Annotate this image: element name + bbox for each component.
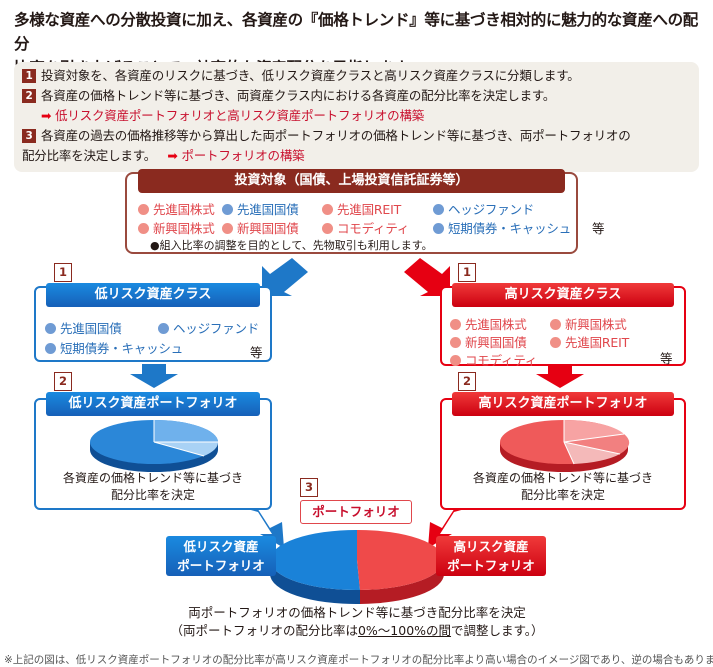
red-dot-icon <box>138 223 149 234</box>
high-asset-emerging-equity: 新興国株式 <box>550 314 627 333</box>
steps-panel: 1 投資対象を、各資産のリスクに基づき、低リスク資産クラスと高リスク資産クラスに分… <box>14 62 699 172</box>
low-portfolio-pie <box>90 420 219 472</box>
final-low-tag-line-1: 低リスク資産 <box>183 539 259 554</box>
final-high-tag-line-2: ポートフォリオ <box>447 558 535 573</box>
low-risk-class-title: 低リスク資産クラス <box>46 283 260 307</box>
high-portfolio-caption: 各資産の価格トレンド等に基づき 配分比率を決定 <box>440 470 686 504</box>
low-etc-mark: 等 <box>250 345 263 360</box>
high-risk-class-title: 高リスク資産クラス <box>452 283 674 307</box>
final-pie-high-slice <box>357 529 444 590</box>
red-dot-icon <box>450 319 461 330</box>
blue-dot-icon <box>45 323 56 334</box>
final-pie-low-slice <box>269 529 360 591</box>
blue-dot-icon <box>158 323 169 334</box>
step-2-reference: 低リスク資産ポートフォリオと高リスク資産ポートフォリオの構築 <box>55 108 425 123</box>
step-2-badge: 2 <box>22 89 36 103</box>
step-3-badge: 3 <box>22 129 36 143</box>
step-2-row: 2 各資産の価格トレンド等に基づき、両資産クラス内における各資産の配分比率を決定し… <box>22 86 691 106</box>
asset-developed-reit: 先進国REIT <box>322 199 401 218</box>
arrow-low-down <box>130 364 178 388</box>
footnote: ※上記の図は、低リスク資産ポートフォリオの配分比率が高リスク資産ポートフォリオの… <box>4 654 713 666</box>
low-pie-slice-a <box>154 420 218 442</box>
arrow-high-down <box>536 364 584 388</box>
low-asset-developed-bond: 先進国国債 <box>45 318 122 337</box>
blue-dot-icon <box>433 204 444 215</box>
high-pie-slice-c <box>564 442 620 464</box>
final-description-line-1: 両ポートフォリオの価格トレンド等に基づき配分比率を決定 <box>188 605 526 620</box>
low-pie-slice-b <box>154 442 219 456</box>
high-step-2-badge: 2 <box>458 372 476 391</box>
high-step-1-badge: 1 <box>458 263 476 282</box>
futures-note: ●組入比率の調整を目的として、先物取引も利用します。 <box>150 239 433 252</box>
step-3-text-2: 配分比率を決定します。 <box>22 148 157 163</box>
asset-emerging-bond: 新興国国債 <box>222 218 299 237</box>
step-1-badge: 1 <box>22 69 36 83</box>
step-1-text: 投資対象を、各資産のリスクに基づき、低リスク資産クラスと高リスク資産クラスに分類… <box>41 68 580 83</box>
step-3-reference: ポートフォリオの構築 <box>181 148 305 163</box>
step-2-text: 各資産の価格トレンド等に基づき、両資産クラス内における各資産の配分比率を決定しま… <box>41 88 556 103</box>
arrow-to-low-risk <box>262 258 308 296</box>
blue-dot-icon <box>45 343 56 354</box>
blue-dot-icon <box>222 204 233 215</box>
final-high-tag: 高リスク資産 ポートフォリオ <box>436 536 546 576</box>
step-3-row-2: 配分比率を決定します。 ➡ ポートフォリオの構築 <box>22 146 691 166</box>
headline-line-1: 多様な資産への分散投資に加え、各資産の『価格トレンド』等に基づき相対的に魅力的な… <box>14 11 699 53</box>
low-portfolio-title: 低リスク資産ポートフォリオ <box>46 392 260 416</box>
final-low-tag: 低リスク資産 ポートフォリオ <box>166 536 276 576</box>
etc-mark: 等 <box>592 221 605 236</box>
asset-emerging-equity: 新興国株式 <box>138 218 215 237</box>
final-description: 両ポートフォリオの価格トレンド等に基づき配分比率を決定 （両ポートフォリオの配分… <box>150 604 564 640</box>
red-dot-icon <box>550 319 561 330</box>
red-dot-icon <box>322 204 333 215</box>
red-dot-icon <box>550 337 561 348</box>
final-high-tag-line-1: 高リスク資産 <box>453 539 529 554</box>
high-caption-line-2: 配分比率を決定 <box>520 488 605 502</box>
low-portfolio-caption: 各資産の価格トレンド等に基づき 配分比率を決定 <box>34 470 272 504</box>
right-arrow-icon: ➡ <box>167 148 178 163</box>
final-pie-depth-right <box>360 560 444 604</box>
step-3-text: 各資産の過去の価格推移等から算出した両ポートフォリオの価格トレンド等に基づき、両… <box>41 128 631 143</box>
final-description-line-2: （両ポートフォリオの配分比率は0%～100%の間で調整します。） <box>170 623 544 638</box>
asset-commodity: コモディティ <box>322 218 409 237</box>
high-asset-emerging-bond: 新興国国債 <box>450 332 527 351</box>
high-portfolio-pie <box>500 419 630 472</box>
red-dot-icon <box>322 223 333 234</box>
portfolio-label: ポートフォリオ <box>300 500 412 524</box>
final-pie-depth-left <box>269 560 360 605</box>
red-dot-icon <box>450 337 461 348</box>
high-etc-mark: 等 <box>660 351 673 366</box>
high-pie-slice-b <box>564 434 630 454</box>
asset-hedge-fund: ヘッジファンド <box>433 199 534 218</box>
investment-universe-title: 投資対象（国債、上場投資信託証券等） <box>138 169 565 193</box>
low-asset-short-term: 短期債券・キャッシュ <box>45 338 183 357</box>
low-caption-line-2: 配分比率を決定 <box>110 488 195 502</box>
low-asset-hedge-fund: ヘッジファンド <box>158 318 259 337</box>
red-dot-icon <box>222 223 233 234</box>
high-portfolio-title: 高リスク資産ポートフォリオ <box>452 392 674 416</box>
final-portfolio-pie <box>269 529 444 605</box>
asset-developed-equity: 先進国株式 <box>138 199 215 218</box>
asset-short-term-bond-cash: 短期債券・キャッシュ <box>433 218 571 237</box>
red-dot-icon <box>138 204 149 215</box>
high-asset-commodity: コモディティ <box>450 350 537 369</box>
low-step-1-badge: 1 <box>54 263 72 282</box>
final-low-tag-line-2: ポートフォリオ <box>177 558 265 573</box>
arrow-to-high-risk <box>404 258 450 296</box>
allocation-range: 0%～100%の間 <box>357 623 452 638</box>
final-step-3-badge: 3 <box>300 478 318 497</box>
step-1-row: 1 投資対象を、各資産のリスクに基づき、低リスク資産クラスと高リスク資産クラスに分… <box>22 66 691 86</box>
red-dot-icon <box>450 355 461 366</box>
low-step-2-badge: 2 <box>54 372 72 391</box>
right-arrow-icon: ➡ <box>41 108 52 123</box>
step-2-ref-row: ➡ 低リスク資産ポートフォリオと高リスク資産ポートフォリオの構築 <box>22 106 691 126</box>
asset-developed-bond: 先進国国債 <box>222 199 299 218</box>
high-caption-line-1: 各資産の価格トレンド等に基づき <box>472 471 653 485</box>
high-asset-developed-equity: 先進国株式 <box>450 314 527 333</box>
blue-dot-icon <box>433 223 444 234</box>
low-caption-line-1: 各資産の価格トレンド等に基づき <box>62 471 243 485</box>
step-3-row: 3 各資産の過去の価格推移等から算出した両ポートフォリオの価格トレンド等に基づき、… <box>22 126 691 146</box>
high-pie-slice-a <box>564 419 624 442</box>
high-asset-developed-reit: 先進国REIT <box>550 332 629 351</box>
